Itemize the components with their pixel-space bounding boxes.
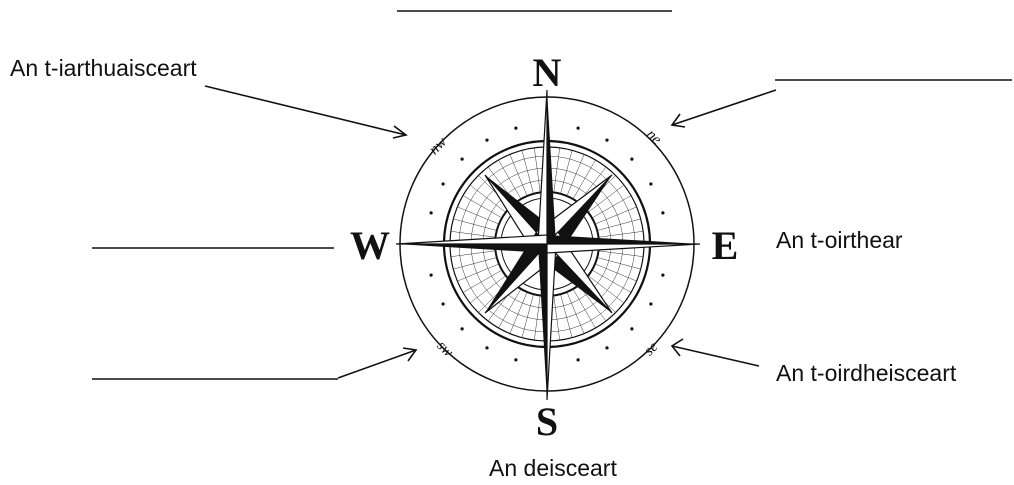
intercardinal-ne: ne: [643, 127, 665, 149]
cardinal-points: [395, 89, 701, 401]
compass-rose: N E S W nw ne se sw: [350, 50, 738, 444]
label-south: An deisceart: [489, 455, 617, 481]
intercardinal-se: se: [641, 339, 661, 359]
cardinal-w: W: [350, 223, 390, 268]
arrow-northeast: [670, 89, 777, 128]
arrow-southeast: [670, 338, 760, 367]
label-southeast: An t-oirdheisceart: [776, 360, 957, 386]
cardinal-e: E: [712, 223, 739, 268]
arrow-northwest: [204, 85, 408, 139]
label-east: An t-oirthear: [776, 227, 903, 253]
cardinal-s: S: [536, 399, 558, 444]
arrow-southwest: [337, 347, 418, 379]
cardinal-n: N: [533, 50, 562, 95]
label-northwest: An t-iarthuaisceart: [10, 55, 197, 81]
